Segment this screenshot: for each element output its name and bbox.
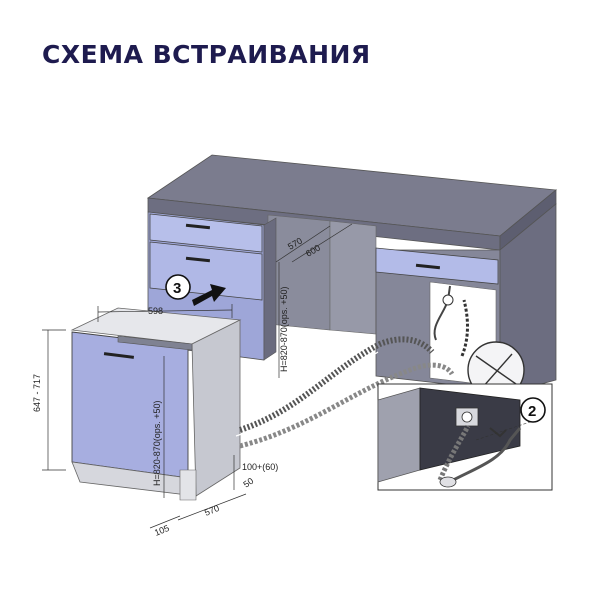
drawer-handle: [185, 256, 211, 263]
dishwasher-foot: [179, 469, 197, 501]
dim-appliance-height: H=820-870(ops. +50): [152, 400, 162, 486]
dim-depth-570: 570: [203, 503, 221, 518]
inset-outlet-icon: [461, 411, 473, 423]
drain-hose: [239, 336, 435, 433]
step-3-number: 3: [173, 280, 181, 297]
drawer-handle: [415, 263, 441, 270]
water-valve-pipe: [460, 299, 469, 357]
dim-offset-50: 50: [241, 476, 255, 490]
inset-appliance-side: [377, 387, 421, 483]
inset-appliance-back: [419, 387, 521, 471]
inlet-hose: [239, 362, 455, 449]
inset-fitting: [439, 476, 457, 488]
step-3-circle: [165, 274, 191, 300]
page-title: СХЕМА ВСТРАИВАНИЯ: [42, 40, 371, 69]
step-2-circle: [520, 397, 546, 423]
dim-width-598: 598: [148, 306, 163, 316]
insert-arrow-icon: [192, 284, 226, 306]
left-top-drawer: [149, 213, 263, 253]
dim-foot-height: 100+(60): [242, 462, 278, 472]
dim-niche-height: H=820-870(ops. +50): [279, 286, 289, 372]
dim-door-height: 647 - 717: [32, 374, 42, 412]
drawer-handle: [185, 223, 211, 230]
dim-offset-105: 105: [153, 523, 171, 538]
dishwasher-door: [71, 331, 189, 479]
control-panel: [117, 335, 193, 351]
valve-knob-icon: [442, 294, 454, 306]
niche-back-wall-right: [329, 220, 377, 335]
left-cabinet-side: [263, 217, 277, 361]
door-handle: [103, 352, 135, 359]
step-2-number: 2: [528, 403, 536, 420]
dishwasher-side: [191, 319, 241, 497]
inset-hose: [437, 424, 471, 481]
hose-outline: [235, 351, 379, 437]
inset-elbow: [489, 427, 507, 438]
